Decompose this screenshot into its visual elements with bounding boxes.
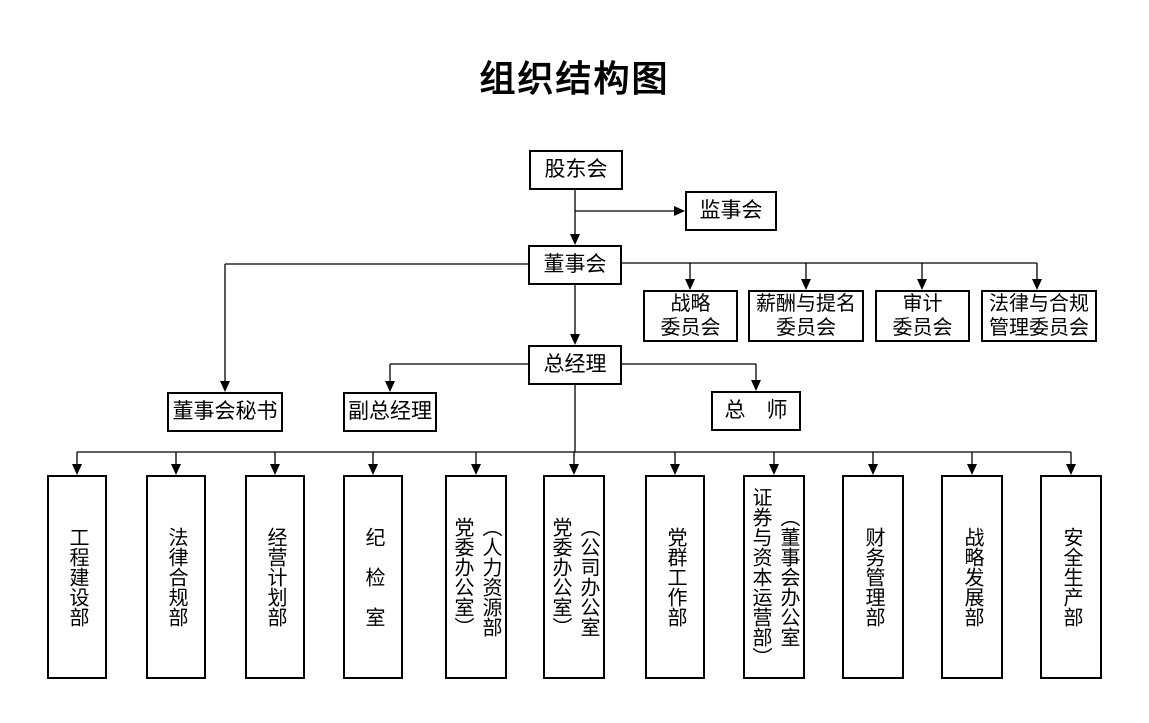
node-audit-committee: 审计 委员会 [875, 290, 970, 342]
node-board-of-directors: 董事会 [528, 245, 622, 285]
node-strategy-committee: 战略 委员会 [643, 290, 738, 342]
dept-finance-management: 财务管理部 [842, 475, 904, 679]
dept-securities-capital-operation: （董事会办公室 证券与资本运营部） [743, 475, 805, 679]
node-compensation-nomination-committee: 薪酬与提名 委员会 [748, 290, 864, 342]
node-shareholders: 股东会 [529, 150, 623, 190]
dept-strategy-development: 战略发展部 [941, 475, 1003, 679]
node-legal-compliance-committee: 法律与合规 管理委员会 [981, 290, 1097, 342]
dept-operation-planning: 经营计划部 [245, 475, 305, 679]
node-general-manager: 总经理 [528, 345, 622, 385]
dept-safety-production: 安全生产部 [1040, 475, 1102, 679]
dept-engineering-construction: 工程建设部 [47, 475, 107, 679]
dept-party-mass-work: 党群工作部 [645, 475, 705, 679]
dept-party-committee-office-hr: （人力资源部 党委办公室） [445, 475, 507, 679]
dept-party-committee-office-company: （公司办公室 党委办公室） [543, 475, 605, 679]
dept-discipline-inspection-office: 纪 检 室 [343, 475, 403, 679]
chart-title: 组织结构图 [479, 58, 670, 99]
dept-legal-compliance: 法律合规部 [146, 475, 206, 679]
node-board-secretary: 董事会秘书 [167, 392, 283, 432]
node-deputy-general-manager: 副总经理 [343, 392, 437, 432]
node-supervisory-board: 监事会 [685, 191, 777, 231]
node-chief-engineer: 总 师 [711, 391, 801, 431]
